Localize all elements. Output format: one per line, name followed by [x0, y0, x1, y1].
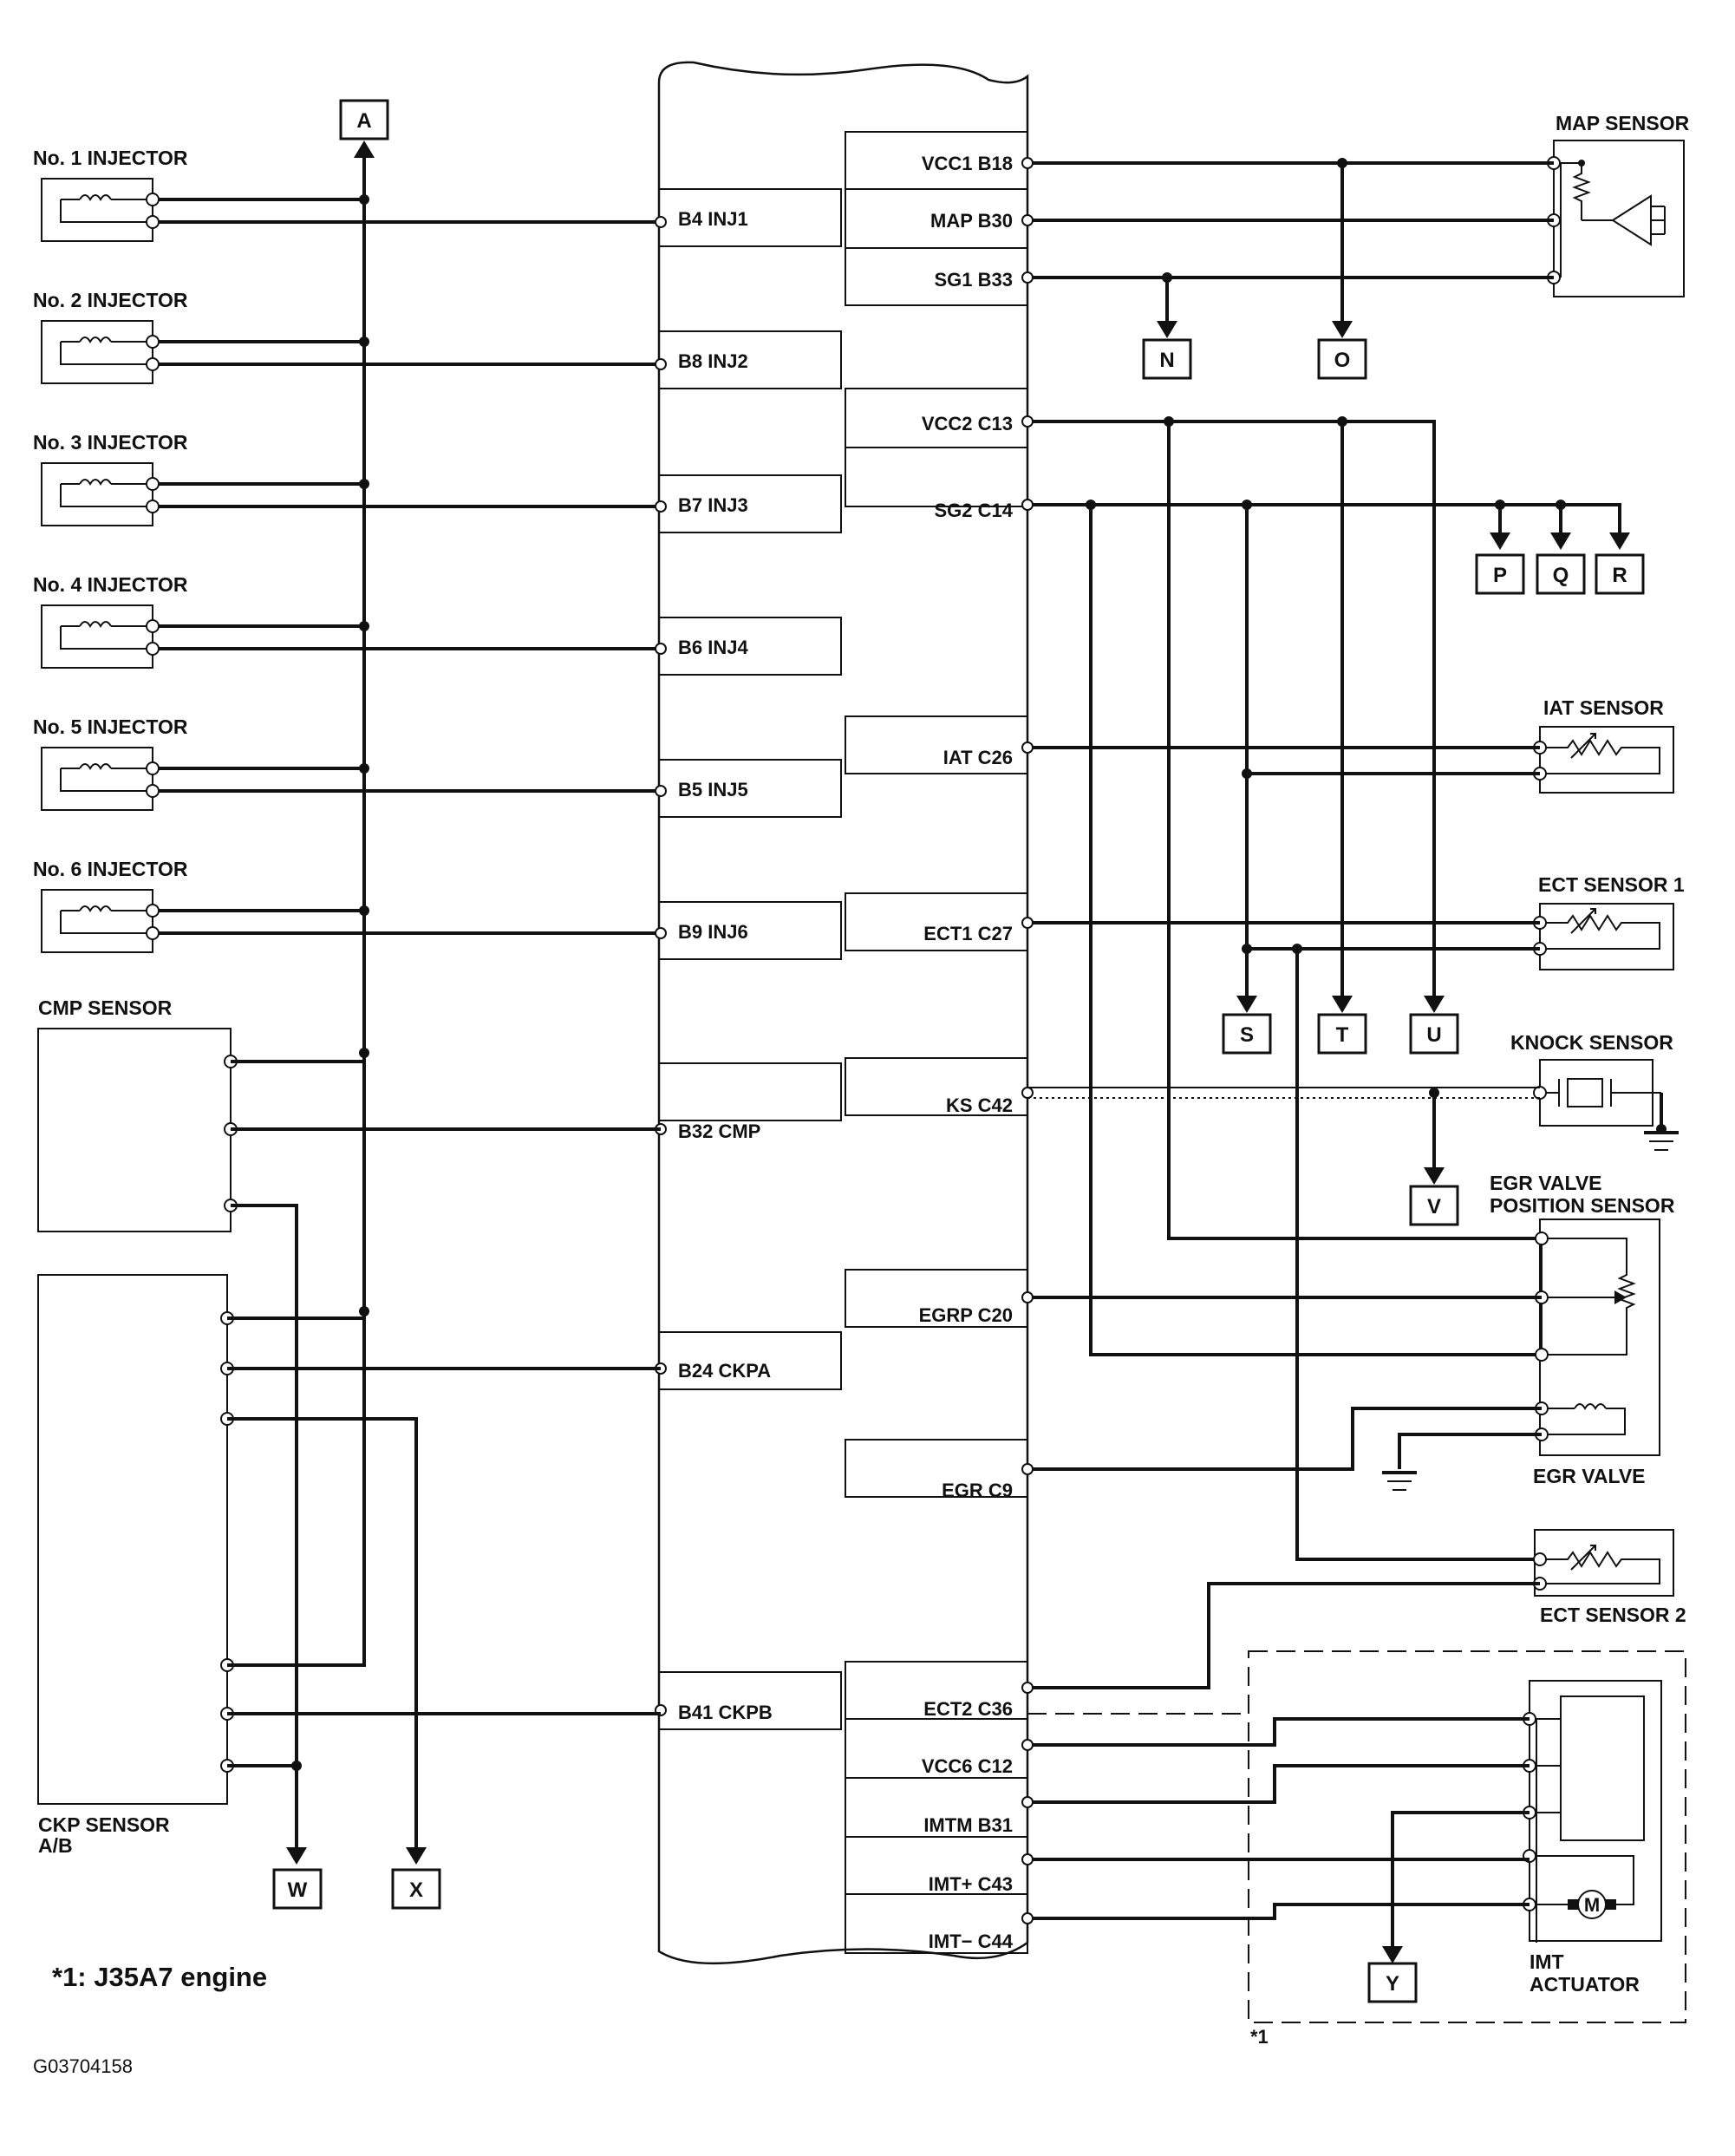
footnote: *1: J35A7 engine [52, 1962, 267, 1992]
right-terminals [1021, 157, 1034, 1924]
pin-imt-plus-c43: IMT+ C43 [929, 1873, 1013, 1895]
pin-vcc6-c12: VCC6 C12 [922, 1755, 1013, 1777]
connectors-s-t-u: S T U [1222, 996, 1459, 1055]
connector-u: U [1426, 1023, 1441, 1047]
map-sensor: MAP SENSOR [1547, 112, 1690, 297]
pin-b9-inj6: B9 INJ6 [678, 921, 748, 943]
ect-sensor-1: ECT SENSOR 1 [1027, 873, 1685, 1561]
egr-valve-label: EGR VALVE [1533, 1465, 1646, 1487]
pin-b32-cmp: B32 CMP [678, 1120, 760, 1142]
connector-p: P [1493, 564, 1507, 587]
connector-s: S [1240, 1023, 1254, 1047]
connector-y: Y [1386, 1972, 1399, 1996]
imt-actuator: *1 M IMT ACTUATOR Y [1027, 1650, 1686, 2048]
connector-o: O [1334, 349, 1351, 372]
ecm-left-pin-labels: B4 INJ1 B8 INJ2 B7 INJ3 B6 INJ4 B5 INJ5 … [678, 208, 773, 1723]
cmp-sensor: CMP SENSOR [37, 996, 661, 1851]
ckp-sensor-label-2: A/B [38, 1834, 73, 1857]
pin-map-b30: MAP B30 [930, 210, 1013, 232]
ect-sensor-2-label: ECT SENSOR 2 [1540, 1604, 1686, 1626]
imt-label-1: IMT [1530, 1950, 1564, 1973]
egr-vps-label-1: EGR VALVE [1490, 1172, 1602, 1194]
pin-ks-c42: KS C42 [946, 1094, 1013, 1116]
figure-code: G03704158 [33, 2055, 133, 2077]
connector-a: A [356, 109, 371, 133]
injector-4: No. 4 INJECTOR [33, 573, 188, 669]
injectors: No. 1 INJECTOR No. 2 INJECTOR No. 3 INJE… [33, 147, 188, 953]
connector-r: R [1612, 564, 1627, 587]
injector-5: No. 5 INJECTOR [33, 715, 188, 811]
connector-t: T [1336, 1023, 1349, 1047]
connector-n: N [1159, 349, 1174, 372]
map-sensor-label: MAP SENSOR [1556, 112, 1690, 134]
injector-2-label: No. 2 INJECTOR [33, 289, 188, 311]
imt-label-2: ACTUATOR [1530, 1973, 1640, 1996]
pin-ect2-c36: ECT2 C36 [923, 1698, 1013, 1720]
ecm-right-pin-boxes [845, 131, 1028, 1954]
ckp-sensor-label-1: CKP SENSOR [38, 1813, 170, 1836]
map-wires: N O [1027, 158, 1554, 380]
ecm-left-pin-boxes [658, 188, 842, 1730]
pin-b41-ckpb: B41 CKPB [678, 1702, 773, 1723]
star-mark-1: *1 [1250, 2026, 1269, 2048]
pin-iat-c26: IAT C26 [943, 747, 1013, 768]
injector-signal-wires [153, 220, 661, 935]
injector-2: No. 2 INJECTOR [33, 289, 188, 384]
pin-b8-inj2: B8 INJ2 [678, 350, 748, 372]
iat-sensor: IAT SENSOR [1027, 696, 1674, 794]
pin-egrp-c20: EGRP C20 [919, 1304, 1013, 1326]
egr-valve-assembly: EGR VALVE POSITION SENSOR EGR VALVE [1027, 1172, 1675, 1491]
notes: *1: J35A7 engine G03704158 [33, 1962, 267, 2077]
cmp-sensor-label: CMP SENSOR [38, 996, 173, 1019]
pin-b5-inj5: B5 INJ5 [678, 779, 748, 800]
connector-v: V [1427, 1195, 1441, 1218]
pin-b4-inj1: B4 INJ1 [678, 208, 748, 230]
connector-x: X [409, 1878, 423, 1902]
injector-1-label: No. 1 INJECTOR [33, 147, 188, 169]
injector-5-label: No. 5 INJECTOR [33, 715, 188, 738]
left-terminals [146, 193, 667, 1716]
ecm-body [657, 61, 1029, 1965]
knock-sensor: KNOCK SENSOR V [1027, 1031, 1679, 1226]
injector-1: No. 1 INJECTOR [33, 147, 188, 242]
knock-sensor-label: KNOCK SENSOR [1510, 1031, 1673, 1054]
iat-sensor-label: IAT SENSOR [1543, 696, 1664, 719]
pin-b6-inj4: B6 INJ4 [678, 637, 748, 658]
connector-w: W [288, 1878, 308, 1902]
pin-b7-inj3: B7 INJ3 [678, 494, 748, 516]
motor-symbol: M [1584, 1894, 1600, 1916]
injector-3: No. 3 INJECTOR [33, 431, 188, 526]
pin-ect1-c27: ECT1 C27 [923, 923, 1013, 944]
ckp-sensor: CKP SENSOR A/B [37, 1274, 661, 1857]
vcc2-sg2-buses: P Q R [1027, 416, 1645, 1356]
injector-6: No. 6 INJECTOR [33, 858, 188, 953]
ect-sensor-1-label: ECT SENSOR 1 [1538, 873, 1685, 896]
pin-egr-c9: EGR C9 [942, 1480, 1013, 1501]
egr-vps-label-2: POSITION SENSOR [1490, 1194, 1675, 1217]
pin-sg1-b33: SG1 B33 [935, 269, 1014, 291]
injector-4-label: No. 4 INJECTOR [33, 573, 188, 596]
injector-6-label: No. 6 INJECTOR [33, 858, 188, 880]
pin-vcc2-c13: VCC2 C13 [922, 413, 1013, 434]
injector-3-label: No. 3 INJECTOR [33, 431, 188, 454]
pin-imt-minus-c44: IMT− C44 [929, 1931, 1014, 1952]
power-bus-a: A [153, 99, 389, 1653]
ect-sensor-2: ECT SENSOR 2 [1027, 1529, 1686, 1689]
pin-vcc1-b18: VCC1 B18 [922, 153, 1013, 174]
pin-sg2-c14: SG2 C14 [935, 500, 1014, 521]
connectors-w-x: W X [272, 1847, 441, 1910]
ecm-right-pin-labels: VCC1 B18 MAP B30 SG1 B33 VCC2 C13 SG2 C1… [919, 153, 1014, 1952]
pin-imtm-b31: IMTM B31 [923, 1814, 1013, 1836]
connector-q: Q [1553, 564, 1569, 587]
pin-b24-ckpa: B24 CKPA [678, 1360, 771, 1382]
